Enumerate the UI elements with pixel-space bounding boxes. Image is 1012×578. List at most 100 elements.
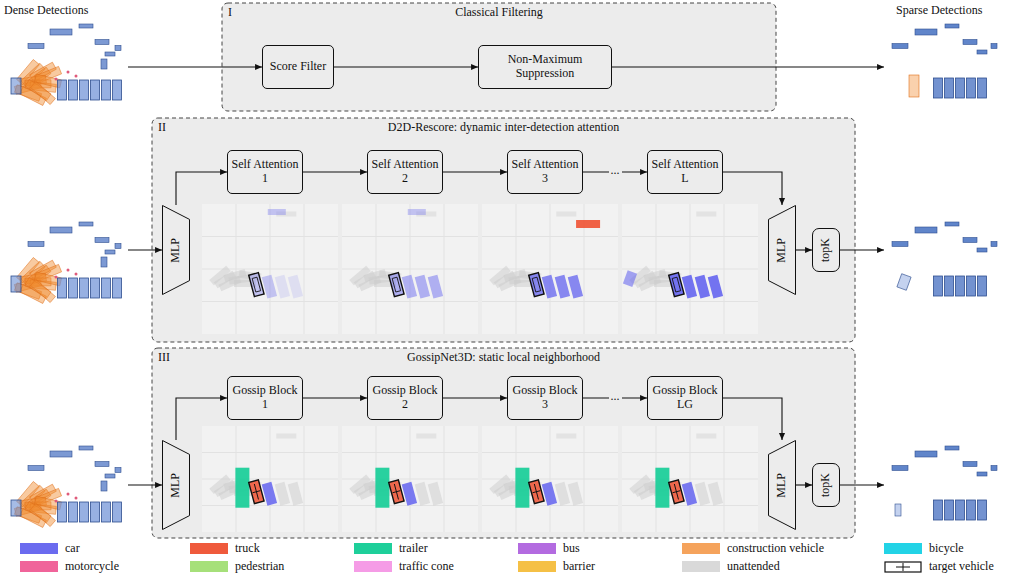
node-text: Self Attention L: [651, 158, 719, 186]
legend-swatch: [518, 561, 556, 572]
legend-swatch: [354, 561, 392, 572]
stage-panel: IClassical FilteringScore Filter Non-Maxi…: [222, 3, 776, 111]
flow-arrow: [303, 397, 367, 398]
mlp-trapezoid: MLP: [162, 440, 190, 530]
node-text: MLP: [169, 473, 183, 498]
legend-item: trailer: [354, 542, 428, 556]
legend-item: truck: [190, 542, 260, 556]
legend-item: pedestrian: [190, 560, 284, 574]
process-box: Gossip Block 1: [227, 376, 303, 420]
attention-scene: [482, 426, 618, 532]
legend-text: construction vehicle: [727, 542, 824, 556]
flow-arrow: [796, 484, 812, 485]
process-box: Self Attention L: [647, 150, 723, 194]
legend-swatch: [190, 561, 228, 572]
legend-item: traffic cone: [354, 560, 454, 574]
dense-detections-image: [11, 446, 122, 527]
flow-arrow: [723, 172, 782, 205]
legend-text: traffic cone: [399, 560, 454, 574]
sparse-detections-image: [892, 446, 997, 520]
legend-text: barrier: [563, 560, 595, 574]
legend-item: unattended: [682, 560, 780, 574]
process-box: Gossip Block LG: [647, 376, 723, 420]
legend-item: target vehicle: [884, 560, 994, 574]
panel-number: II: [152, 120, 192, 135]
target-vehicle-symbol: [884, 561, 922, 573]
flow-arrow: [443, 171, 507, 172]
legend-item: car: [20, 542, 80, 556]
node-text: Gossip Block 3: [511, 384, 579, 412]
legend-swatch: [20, 561, 58, 572]
node-text: Self Attention 2: [371, 158, 439, 186]
node-text: MLP: [169, 238, 183, 263]
flow-arrow: [128, 484, 162, 485]
process-box: Self Attention 1: [227, 150, 303, 194]
node-text: MLP: [775, 238, 789, 263]
process-box: Non-Maximum Suppression: [478, 45, 612, 89]
flow-arrow: [176, 172, 227, 205]
mlp-trapezoid: MLP: [768, 440, 796, 530]
legend-item: construction vehicle: [682, 542, 824, 556]
node-text: MLP: [775, 473, 789, 498]
flow-arrow: [303, 171, 367, 172]
attention-scene: [342, 426, 478, 532]
process-box: Gossip Block 2: [367, 376, 443, 420]
flow-arrow: [443, 397, 507, 398]
topk-box: topK: [812, 463, 840, 507]
panel-frame: [222, 3, 776, 111]
legend-item: barrier: [518, 560, 595, 574]
legend-swatch: [682, 561, 720, 572]
attention-scene: [202, 426, 338, 532]
sparse-detections-image: [892, 24, 997, 98]
flow-arrow: [128, 249, 162, 250]
attention-scene: [342, 204, 478, 334]
flow-arrow: [840, 484, 884, 485]
legend-text: trailer: [399, 542, 428, 556]
node-text: Gossip Block 1: [231, 384, 299, 412]
panel-number: III: [152, 350, 192, 365]
legend-swatch: [682, 543, 720, 554]
legend-text: pedestrian: [235, 560, 284, 574]
process-box: Score Filter: [262, 45, 334, 89]
legend-text: unattended: [727, 560, 780, 574]
legend-text: truck: [235, 542, 260, 556]
legend-text: bicycle: [929, 542, 964, 556]
legend-swatch: [518, 543, 556, 554]
node-text: Non-Maximum Suppression: [482, 53, 608, 81]
topk-box: topK: [812, 228, 840, 272]
process-box: Gossip Block 3: [507, 376, 583, 420]
process-box: Self Attention 3: [507, 150, 583, 194]
attention-scene: [482, 204, 618, 334]
process-box: Self Attention 2: [367, 150, 443, 194]
panel-frame: [152, 118, 855, 342]
flow-arrow: [176, 398, 227, 440]
node-text: Score Filter: [270, 60, 326, 74]
legend-text: motorcycle: [65, 560, 119, 574]
panel-header: IIIGossipNet3D: static local neighborhoo…: [152, 348, 855, 365]
legend-item: motorcycle: [20, 560, 119, 574]
edge-label: ...: [609, 164, 622, 176]
attention-scene: [622, 426, 758, 532]
column-label: Sparse Detections: [896, 3, 982, 18]
flow-arrow: [128, 66, 262, 67]
attention-scene: [202, 204, 338, 334]
node-text: Gossip Block LG: [651, 384, 719, 412]
flow-arrow: [334, 66, 478, 67]
legend-item: bus: [518, 542, 580, 556]
sparse-detections-image: [892, 222, 997, 296]
panel-header: IClassical Filtering: [222, 3, 776, 20]
edge-label: ...: [609, 390, 622, 402]
panel-frame: [152, 348, 855, 538]
legend-swatch: [354, 543, 392, 554]
legend-text: bus: [563, 542, 580, 556]
column-label: Dense Detections: [4, 3, 88, 18]
legend-swatch: [20, 543, 58, 554]
panel-number: I: [222, 5, 262, 20]
attention-scene: [622, 204, 758, 334]
mlp-trapezoid: MLP: [768, 205, 796, 295]
stage-panel: IID2D-Rescore: dynamic inter-detection a…: [152, 118, 855, 342]
node-text: Gossip Block 2: [371, 384, 439, 412]
panel-title: Classical Filtering: [262, 5, 736, 20]
panel-title: GossipNet3D: static local neighborhood: [192, 350, 815, 365]
node-text: Self Attention 1: [231, 158, 299, 186]
